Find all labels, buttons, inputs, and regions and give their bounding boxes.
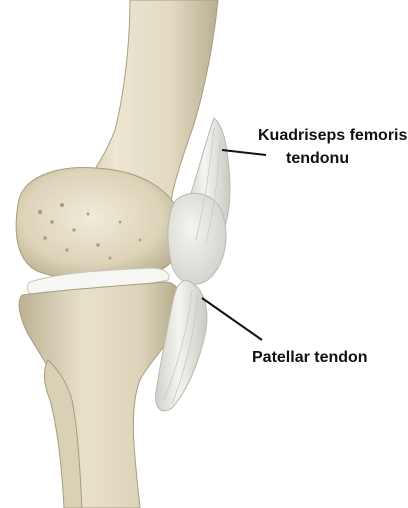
quadriceps-leader-line (222, 150, 266, 155)
quadriceps-label-line2: tendonu (286, 150, 349, 167)
patellar-leader-line (202, 298, 262, 340)
patella (168, 193, 226, 284)
quadriceps-label-line1: Kuadriseps femoris (258, 127, 407, 144)
patellar-label: Patellar tendon (252, 349, 368, 366)
